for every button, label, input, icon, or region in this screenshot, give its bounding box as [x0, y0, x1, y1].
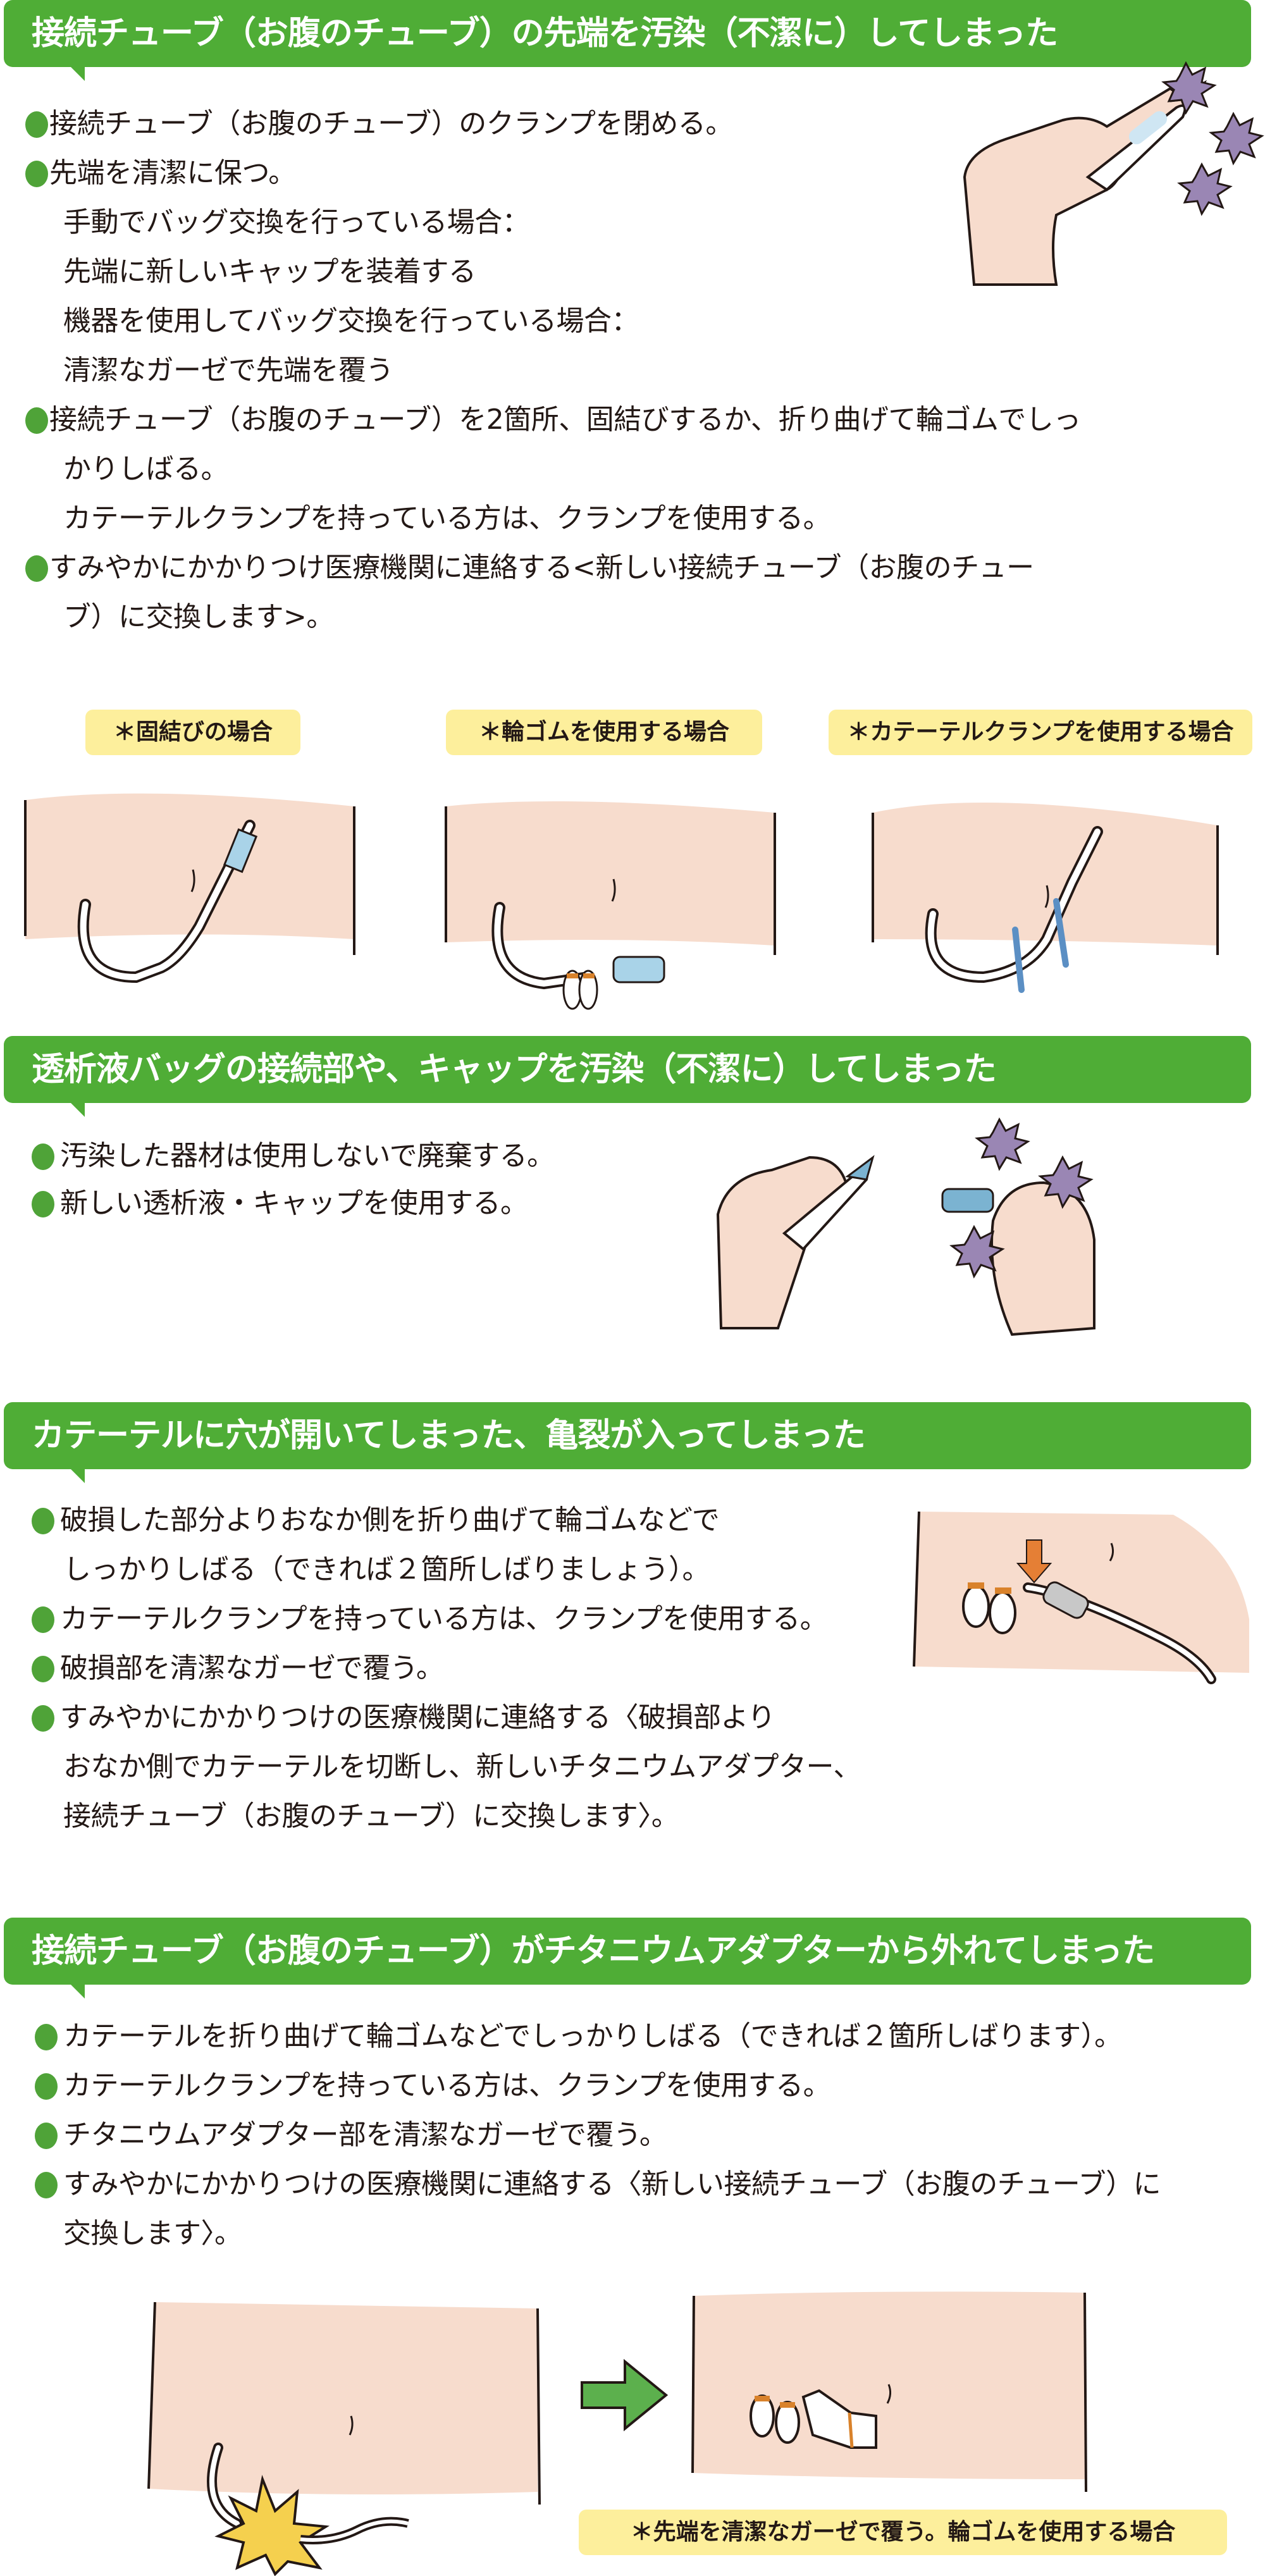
bullet-icon [32, 1656, 54, 1682]
list-item-sub: カテーテルクランプを持っている方は、クランプを使用する。 [63, 502, 831, 534]
section-3-header: カテーテルに穴が開いてしまった、亀裂が入ってしまった [4, 1402, 1251, 1483]
list-item: すみやかにかかりつけの医療機関に連絡する〈破損部より [60, 1701, 775, 1734]
bullet-icon [35, 2123, 58, 2149]
down-arrow-icon [1016, 1539, 1052, 1584]
list-item: カテーテルクランプを持っている方は、クランプを使用する。 [60, 1603, 828, 1635]
bullet-icon [32, 1143, 54, 1170]
figure-label-clamp: ＊カテーテルクランプを使用する場合 [829, 710, 1252, 755]
bullet-icon [32, 1606, 54, 1633]
list-item: 破損した部分よりおなか側を折り曲げて輪ゴムなどで [60, 1504, 720, 1536]
section-4-header: 接続チューブ（お腹のチューブ）がチタニウムアダプターから外れてしまった [4, 1918, 1251, 1999]
list-item-cont: 接続チューブ（お腹のチューブ）に交換します〉。 [63, 1800, 679, 1832]
list-item: カテーテルを折り曲げて輪ゴムなどでしっかりしばる（できれば２箇所しばります）。 [63, 2020, 1122, 2052]
bullet-icon [32, 1508, 54, 1534]
bullet-icon [35, 2172, 58, 2198]
bullet-icon [32, 1705, 54, 1732]
list-item-cont: ブ）に交換します>。 [63, 601, 334, 633]
figure-label-rubber-band: ＊輪ゴムを使用する場合 [446, 710, 762, 755]
list-item: 接続チューブ（お腹のチューブ）を2箇所、固結びするか、折り曲げて輪ゴムでしっ [49, 404, 1081, 436]
list-item-sub: 先端に新しいキャップを装着する [63, 256, 476, 288]
list-item: カテーテルクランプを持っている方は、クランプを使用する。 [63, 2069, 831, 2102]
bullet-icon [25, 111, 48, 138]
list-item: すみやかにかかりつけ医療機関に連絡する<新しい接続チューブ（お腹のチュー [49, 552, 1034, 584]
list-item: チタニウムアダプター部を清潔なガーゼで覆う。 [63, 2119, 667, 2151]
header-tail [70, 1102, 85, 1117]
section-1-header: 接続チューブ（お腹のチューブ）の先端を汚染（不潔に）してしまった [4, 0, 1251, 81]
burst-icon [214, 2475, 330, 2576]
header-tail [70, 66, 85, 81]
figure-label-gauze: ＊先端を清潔なガーゼで覆う。輪ゴムを使用する場合 [579, 2510, 1227, 2555]
list-item: すみやかにかかりつけの医療機関に連絡する〈新しい接続チューブ（お腹のチューブ）に [63, 2168, 1161, 2200]
abdomen-rubber-band-figure [445, 801, 776, 1010]
header-tail [70, 1468, 85, 1483]
germ-icon [949, 1117, 1094, 1279]
bullet-icon [35, 2073, 58, 2100]
abdomen-catheter-arrow-figure [913, 1511, 1249, 1684]
germ-icon [1161, 61, 1264, 216]
abdomen-disconnected-figure [147, 2302, 541, 2576]
list-item: 接続チューブ（お腹のチューブ）のクランプを閉める。 [49, 108, 733, 140]
bullet-icon [32, 1191, 54, 1217]
bullet-icon [35, 2024, 58, 2050]
header-tail [70, 1983, 85, 1999]
right-arrow-icon [581, 2358, 669, 2432]
abdomen-clamp-figure [872, 803, 1219, 993]
list-item-sub: 機器を使用してバッグ交換を行っている場合： [63, 305, 639, 337]
list-item-cont: かりしばる。 [63, 453, 229, 485]
section-2-title: 透析液バッグの接続部や、キャップを汚染（不潔に）してしまった [32, 1051, 997, 1088]
abdomen-knot-figure [24, 793, 355, 983]
hand-tube-germs-illustration [963, 61, 1264, 286]
bullet-icon [25, 555, 48, 582]
list-item: 破損部を清潔なガーゼで覆う。 [60, 1652, 444, 1684]
section-3-title: カテーテルに穴が開いてしまった、亀裂が入ってしまった [32, 1417, 866, 1455]
figure-label-knot: ＊固結びの場合 [85, 710, 300, 755]
section-4-title: 接続チューブ（お腹のチューブ）がチタニウムアダプターから外れてしまった [32, 1932, 1155, 1970]
list-item: 新しい透析液・キャップを使用する。 [60, 1187, 528, 1219]
list-item-sub: 手動でバッグ交換を行っている場合： [63, 206, 530, 238]
list-item-cont: しっかりしばる（できれば２箇所しばりましょう）。 [63, 1553, 710, 1586]
two-hands-germs-illustration [716, 1117, 1095, 1336]
list-item: 先端を清潔に保つ。 [49, 157, 296, 189]
abdomen-covered-figure [691, 2291, 1087, 2493]
list-item-sub: 清潔なガーゼで先端を覆う [63, 354, 394, 386]
list-item-cont: おなか側でカテーテルを切断し、新しいチタニウムアダプター、 [63, 1751, 861, 1783]
section-1-title: 接続チューブ（お腹のチューブ）の先端を汚染（不潔に）してしまった [32, 15, 1058, 52]
bullet-icon [25, 161, 48, 187]
bullet-icon [25, 407, 48, 434]
list-item: 汚染した器材は使用しないで廃棄する。 [60, 1140, 555, 1172]
section-2-header: 透析液バッグの接続部や、キャップを汚染（不潔に）してしまった [4, 1036, 1251, 1117]
list-item-cont: 交換します〉。 [63, 2217, 242, 2250]
